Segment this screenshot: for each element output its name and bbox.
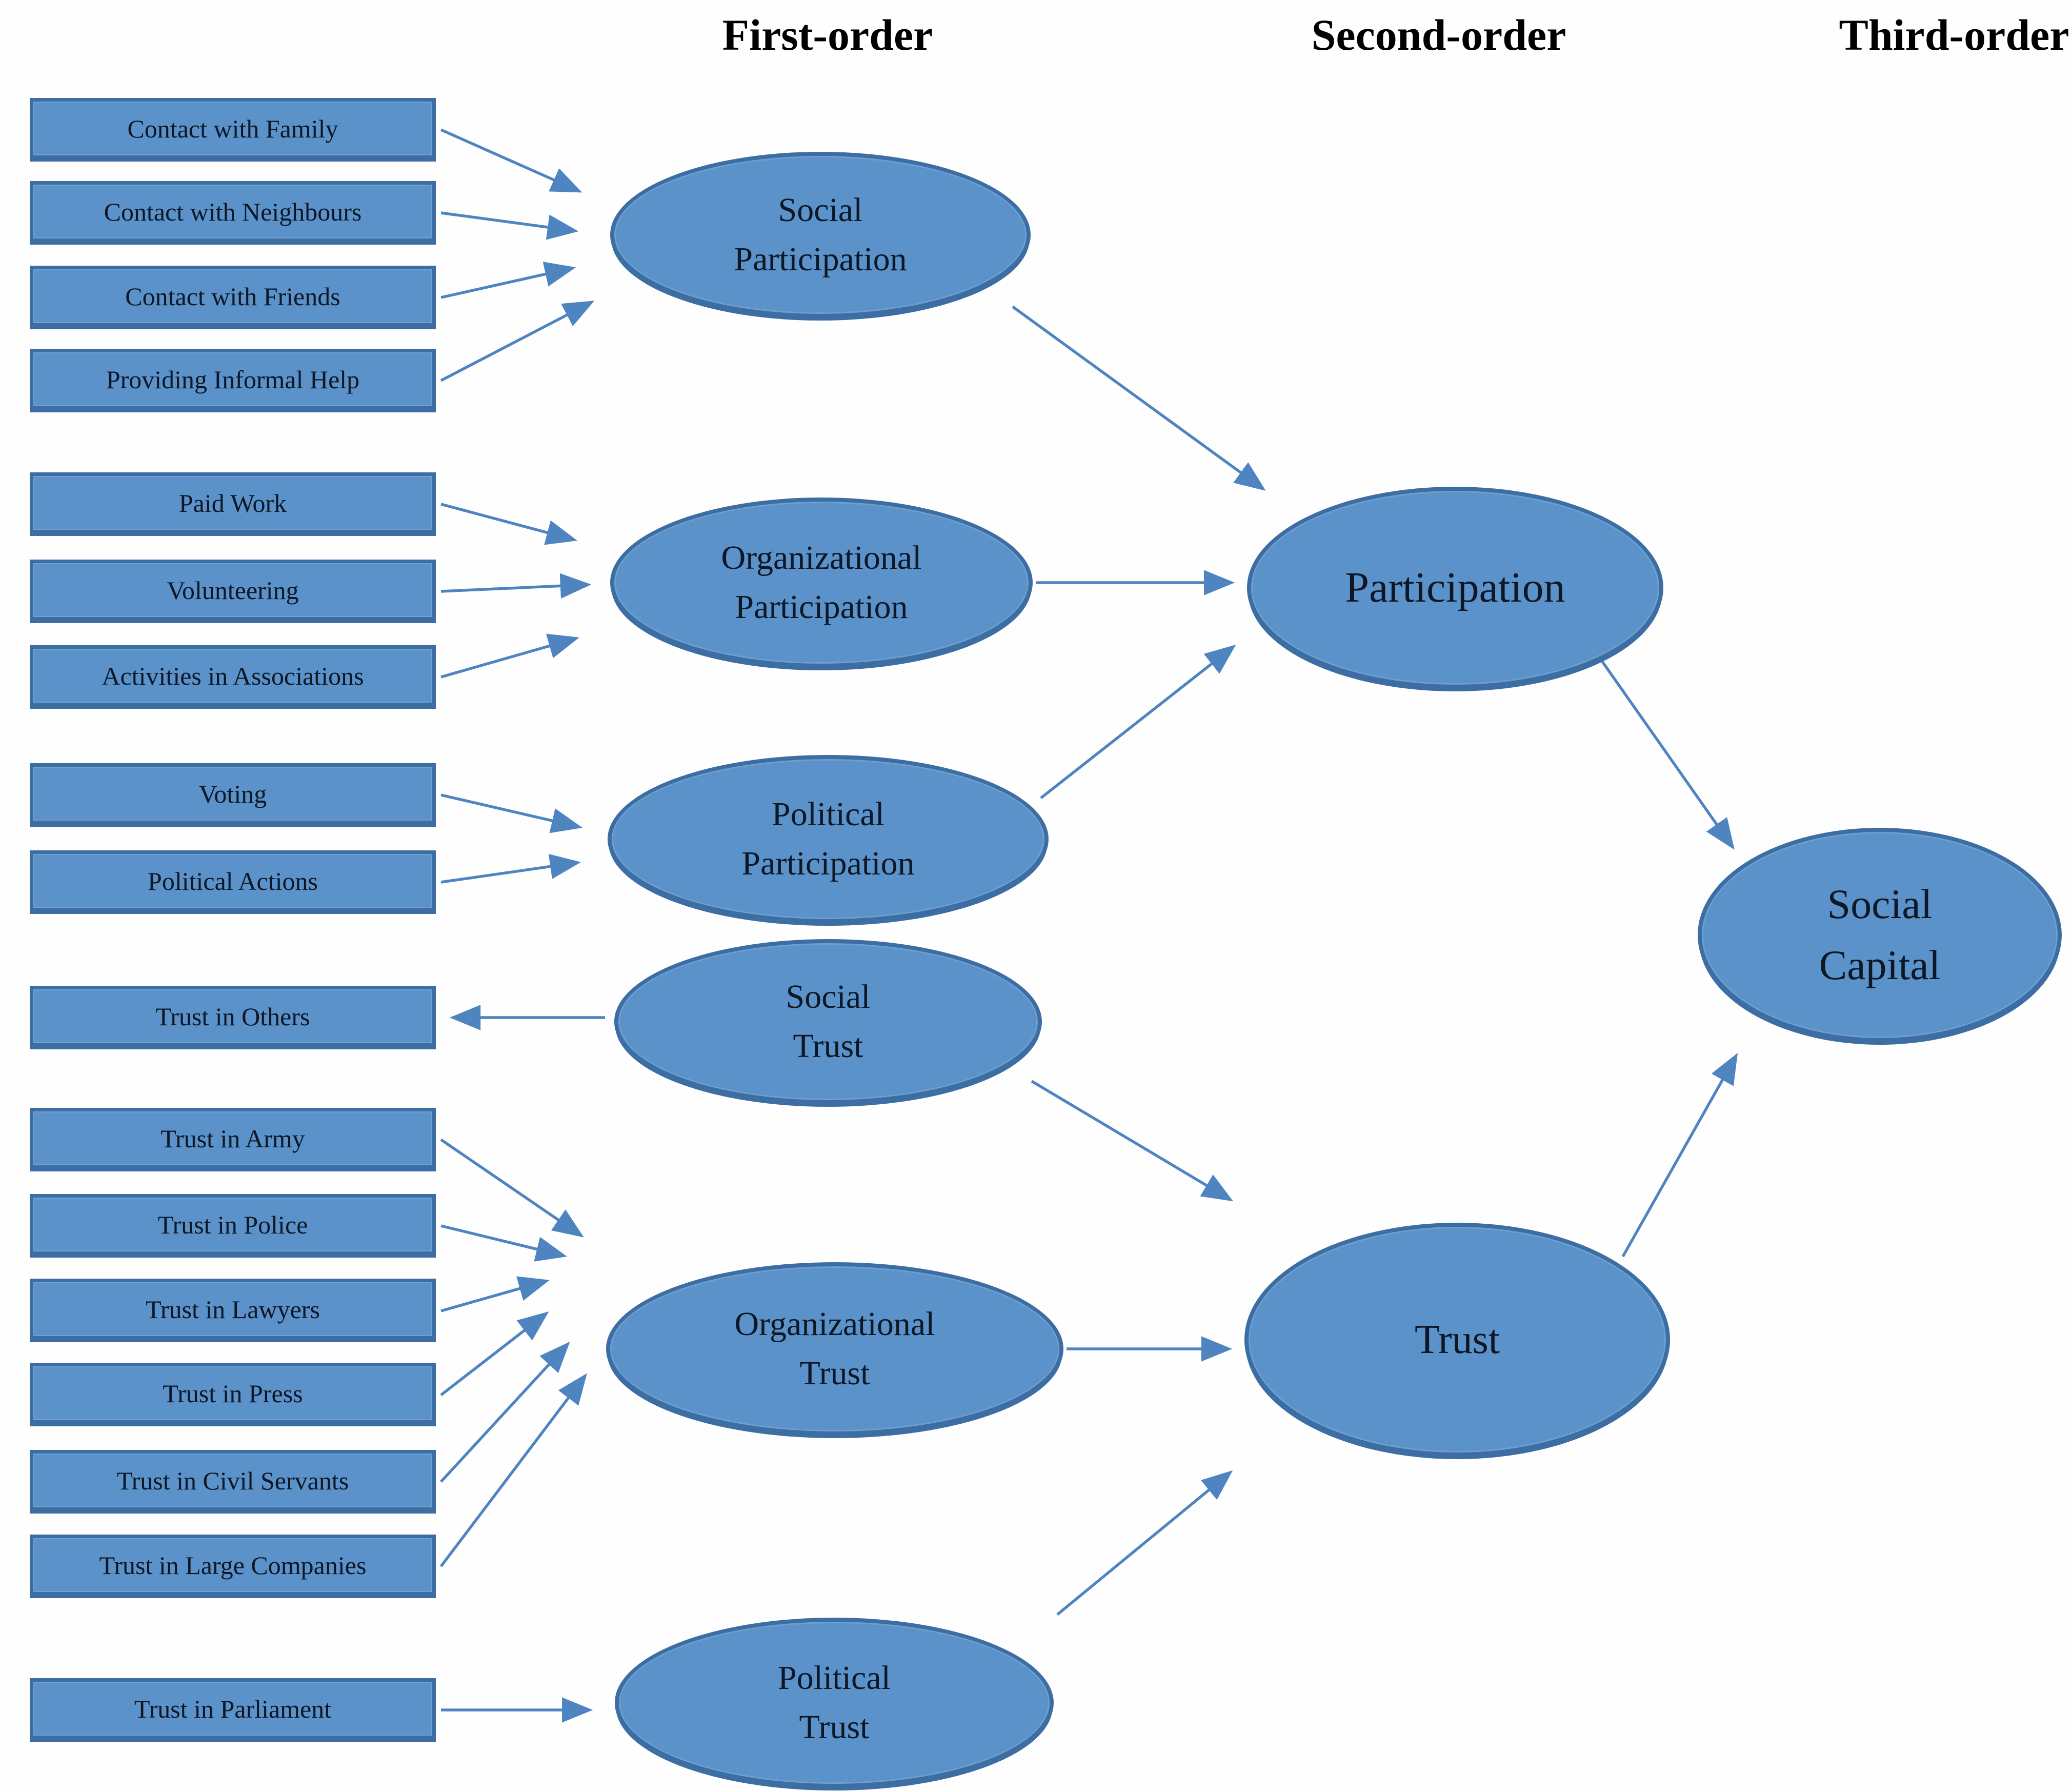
indicator-box-trust-in-large-companies: Trust in Large Companies [30, 1535, 436, 1598]
latent-ellipse-organizational-participation: Organizational Participation [610, 497, 1033, 668]
arrow-trust-lawyers-to-organizational-trust [440, 1276, 550, 1312]
arrow-trust-police-to-organizational-trust [440, 1224, 568, 1262]
indicator-box-activities-in-associations: Activities in Associations [30, 645, 436, 709]
indicator-box-trust-in-lawyers: Trust in Lawyers [30, 1279, 436, 1342]
arrow-voting-to-political-participation [440, 793, 583, 833]
column-header-first-order: First-order [722, 10, 933, 59]
indicator-box-trust-in-press: Trust in Press [30, 1363, 436, 1426]
arrow-trust-to-social-capital [1621, 1052, 1738, 1258]
indicator-box-trust-in-others: Trust in Others [30, 986, 436, 1049]
arrow-political-participation-to-participation [1040, 644, 1236, 800]
arrow-trust-press-to-organizational-trust [440, 1311, 549, 1397]
latent-ellipse-trust: Trust [1244, 1223, 1670, 1457]
arrow-trust-large-companies-to-organizational-trust [439, 1373, 587, 1567]
indicator-box-trust-in-police: Trust in Police [30, 1194, 436, 1258]
latent-ellipse-participation: Participation [1247, 487, 1663, 689]
indicator-box-providing-informal-help: Providing Informal Help [30, 349, 436, 412]
arrow-social-participation-to-participation [1012, 305, 1266, 491]
arrow-contact-neighbours-to-social-participation [440, 211, 579, 240]
arrow-informal-help-to-social-participation [440, 301, 595, 382]
indicator-box-volunteering: Volunteering [30, 560, 436, 623]
arrow-volunteering-to-organizational-participation [440, 573, 592, 599]
arrow-participation-to-social-capital [1601, 661, 1735, 850]
indicator-box-paid-work: Paid Work [30, 472, 436, 536]
latent-ellipse-political-trust: Political Trust [615, 1618, 1054, 1788]
arrow-trust-civil-servants-to-organizational-trust [439, 1341, 570, 1483]
arrow-social-trust-to-trust [1031, 1080, 1234, 1202]
indicator-box-contact-with-friends: Contact with Friends [30, 266, 436, 329]
arrow-contact-friends-to-social-participation [440, 262, 576, 299]
arrow-paid-work-to-organizational-participation [440, 503, 577, 545]
latent-ellipse-political-participation: Political Participation [608, 755, 1049, 923]
column-header-second-order: Second-order [1311, 10, 1566, 59]
indicator-box-political-actions: Political Actions [30, 850, 436, 914]
indicator-box-trust-in-army: Trust in Army [30, 1108, 436, 1171]
indicator-box-trust-in-civil-servants: Trust in Civil Servants [30, 1450, 436, 1514]
arrow-activities-to-organizational-participation [440, 633, 579, 679]
indicator-box-contact-with-neighbours: Contact with Neighbours [30, 181, 436, 245]
arrow-contact-family-to-social-participation [440, 128, 582, 193]
indicator-box-contact-with-family: Contact with Family [30, 98, 436, 162]
column-header-third-order: Third-order [1839, 10, 2069, 59]
arrow-trust-army-to-organizational-trust [440, 1138, 584, 1238]
indicator-box-voting: Voting [30, 763, 436, 827]
indicator-box-trust-in-parliament: Trust in Parliament [30, 1678, 436, 1742]
latent-ellipse-social-participation: Social Participation [610, 152, 1031, 318]
latent-ellipse-social-trust: Social Trust [614, 939, 1042, 1104]
arrow-political-actions-to-political-participation [440, 853, 581, 884]
latent-ellipse-social-capital: Social Capital [1698, 828, 2062, 1042]
arrow-political-trust-to-trust [1056, 1470, 1233, 1616]
latent-ellipse-organizational-trust: Organizational Trust [606, 1262, 1063, 1436]
